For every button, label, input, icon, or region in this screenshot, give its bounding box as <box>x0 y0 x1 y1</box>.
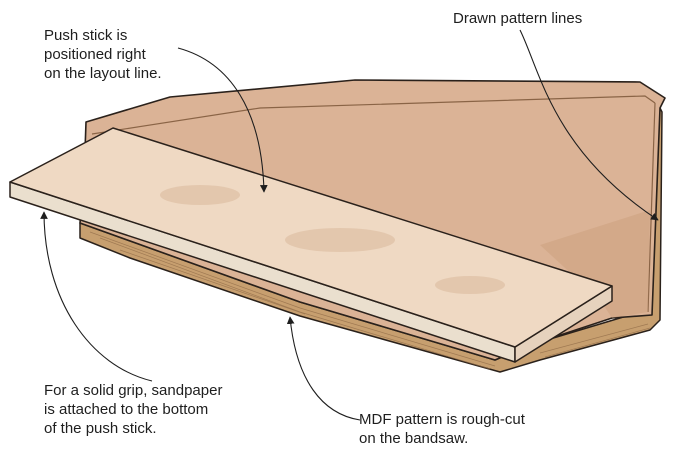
callout-line: positioned right <box>44 45 162 64</box>
callout-line: Push stick is <box>44 26 162 45</box>
callout-drawn-pattern-lines: Drawn pattern lines <box>453 9 582 28</box>
callout-line: Drawn pattern lines <box>453 9 582 28</box>
callout-line: is attached to the bottom <box>44 400 222 419</box>
callout-line: of the push stick. <box>44 419 222 438</box>
callout-mdf-pattern: MDF pattern is rough-cut on the bandsaw. <box>359 410 525 448</box>
callout-solid-grip: For a solid grip, sandpaper is attached … <box>44 381 222 438</box>
callout-line: on the layout line. <box>44 64 162 83</box>
callout-line: MDF pattern is rough-cut <box>359 410 525 429</box>
callout-push-stick: Push stick is positioned right on the la… <box>44 26 162 83</box>
leader-mdf-pattern <box>290 317 360 420</box>
callout-line: For a solid grip, sandpaper <box>44 381 222 400</box>
callout-line: on the bandsaw. <box>359 429 525 448</box>
